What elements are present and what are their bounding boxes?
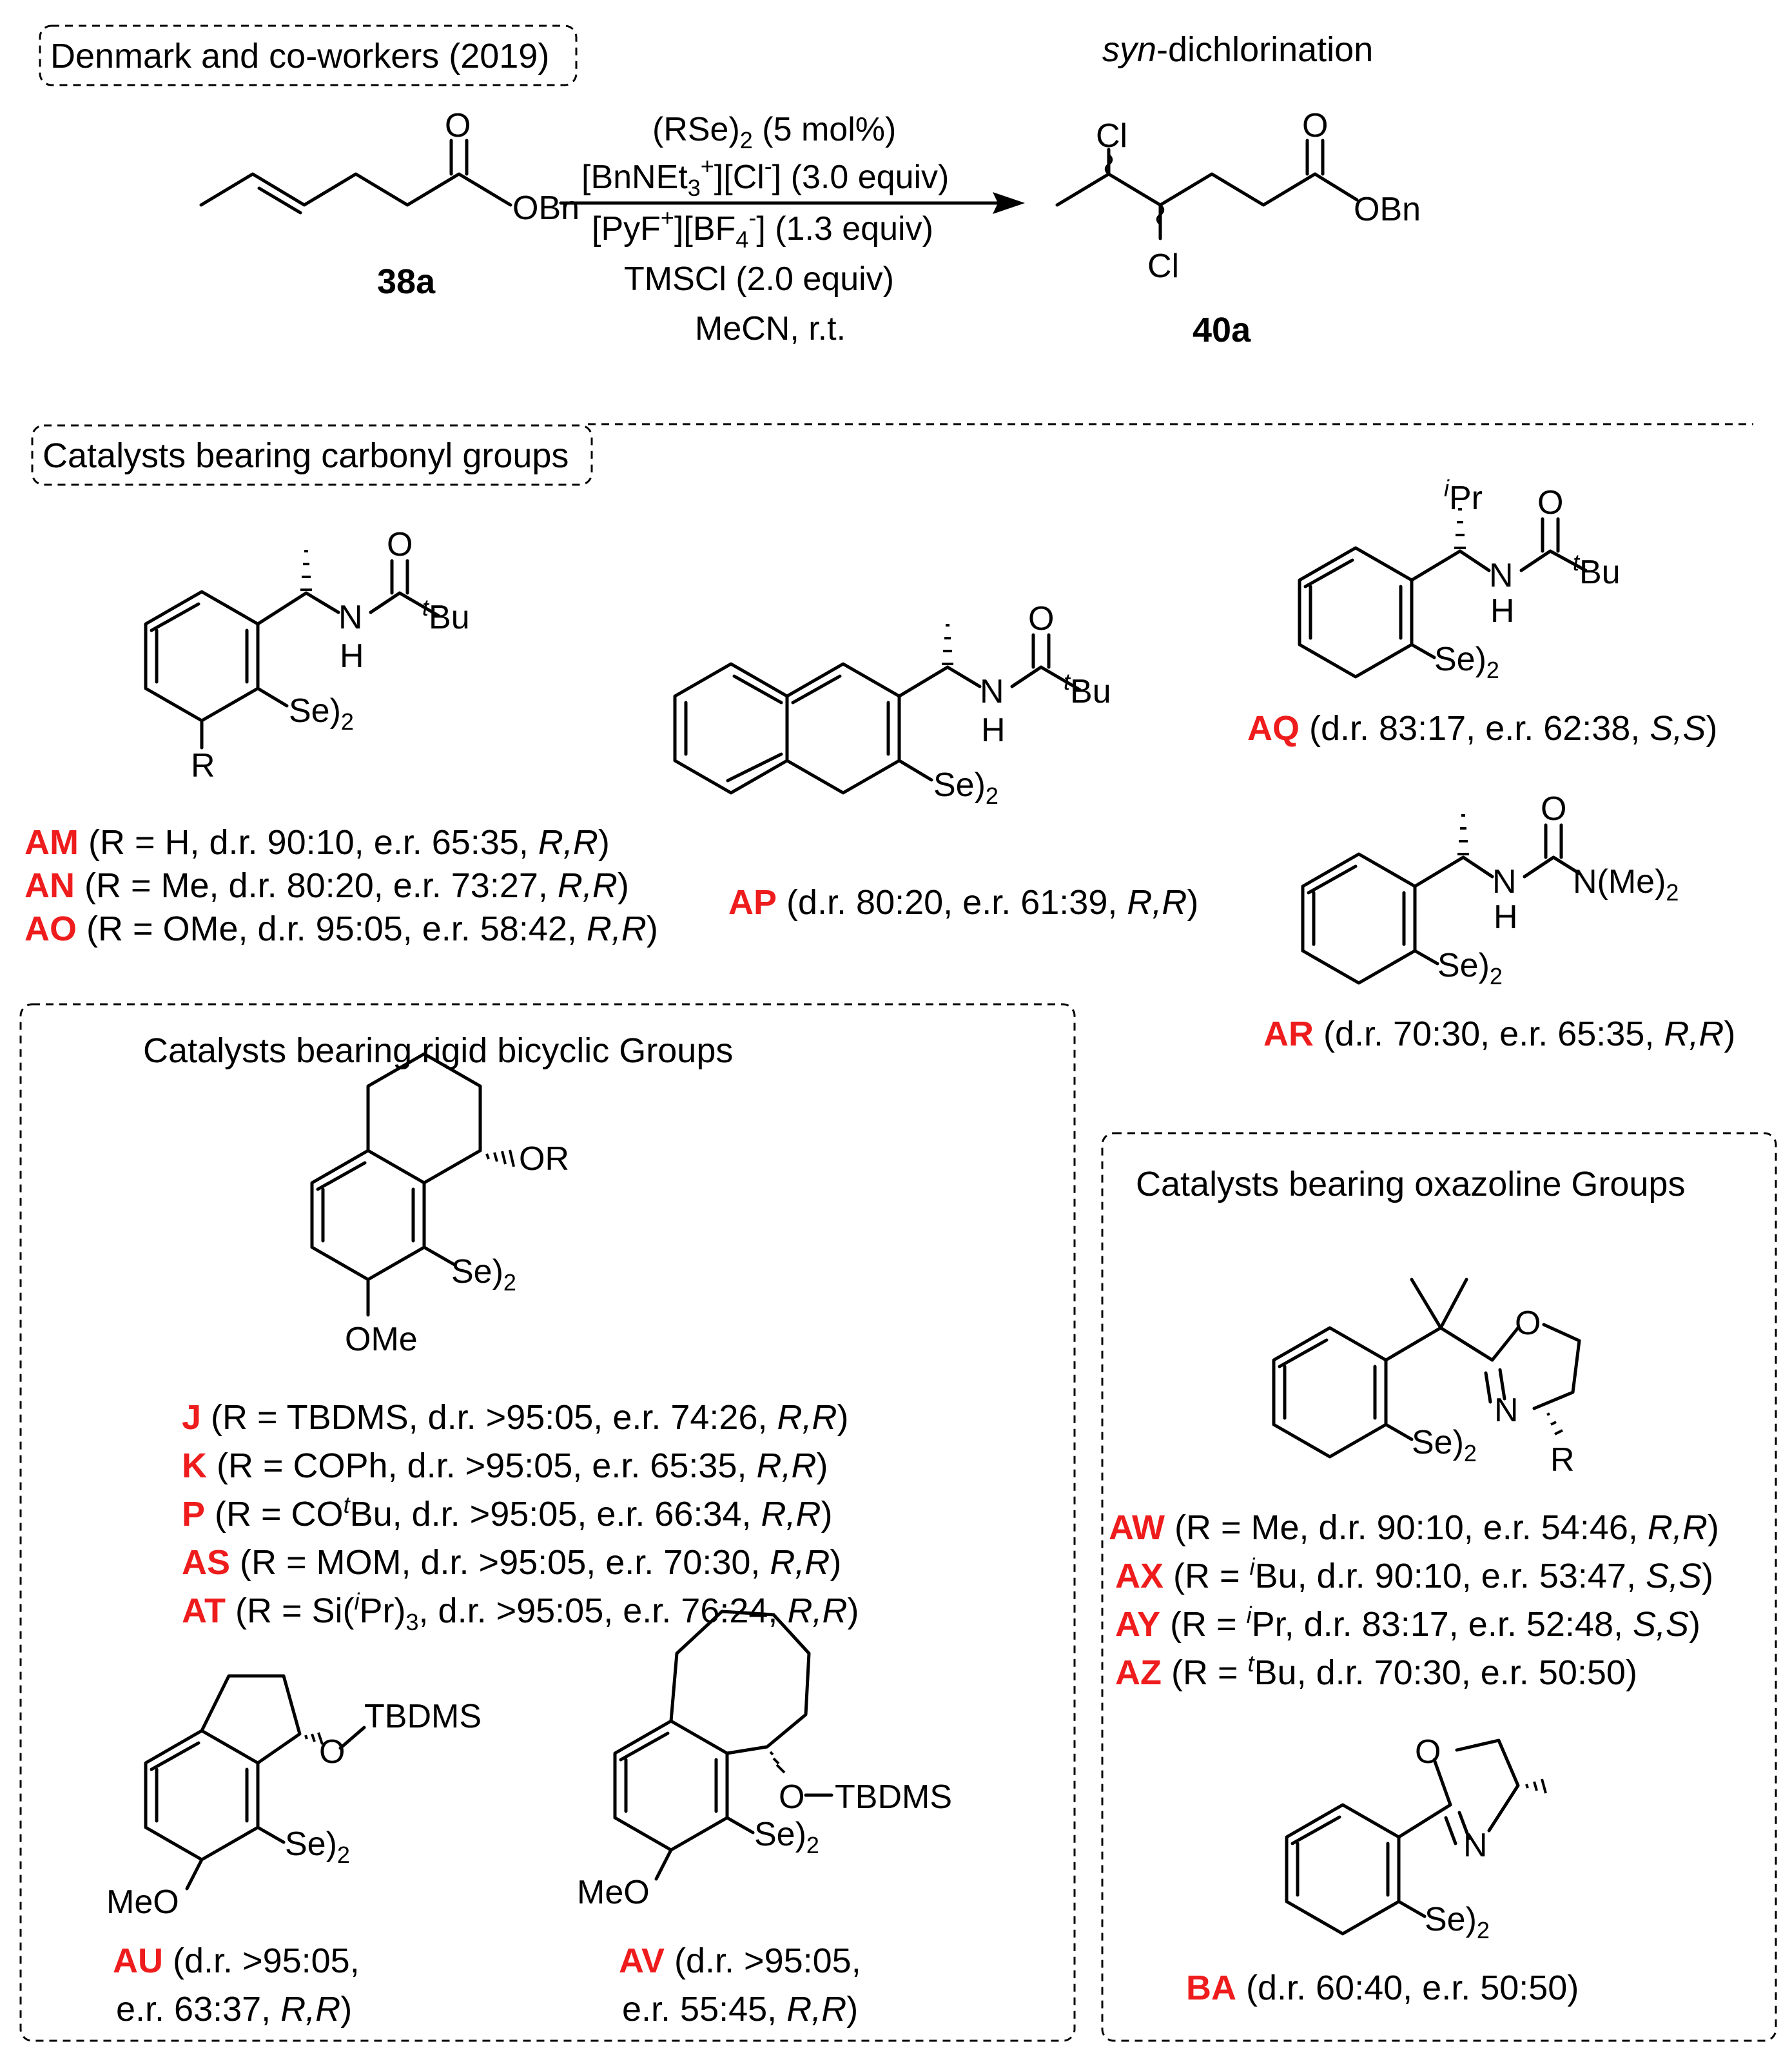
svg-text:O: O (1028, 600, 1054, 637)
svg-text:N: N (1463, 1827, 1488, 1864)
oxazoline-section-label: Catalysts bearing oxazoline Groups (1136, 1165, 1685, 1203)
bicyclic-section-label: Catalysts bearing rigid bicyclic Groups (143, 1031, 733, 1070)
svg-text:Se)2: Se)2 (1437, 947, 1503, 989)
caption-k: K (R = COPh, d.r. >95:05, e.r. 65:35, R,… (182, 1446, 828, 1485)
caption-av-line1: AV (d.r. >95:05, (619, 1941, 861, 1980)
svg-text:H: H (1490, 592, 1515, 630)
arrow-head (993, 192, 1025, 214)
svg-text:O: O (1541, 790, 1566, 828)
svg-text:N: N (1489, 557, 1514, 594)
condition-catalyst: (RSe)2 (5 mol%) (652, 111, 896, 153)
svg-text:Se)2: Se)2 (754, 1816, 819, 1858)
svg-text:Se)2: Se)2 (285, 1825, 350, 1868)
product-40a-structure: Cl Cl O OBn (1055, 107, 1421, 285)
svg-text:Se)2: Se)2 (1425, 1901, 1490, 1943)
caption-at: AT (R = Si(iPr)3, d.r. >95:05, e.r. 76:2… (182, 1588, 859, 1635)
caption-ax: AX (R = iBu, d.r. 90:10, e.r. 53:47, S,S… (1115, 1553, 1713, 1595)
caption-as: AS (R = MOM, d.r. >95:05, e.r. 70:30, R,… (182, 1543, 841, 1582)
svg-text:OR: OR (519, 1140, 569, 1178)
caption-aq: AQ (d.r. 83:17, e.r. 62:38, S,S) (1247, 709, 1717, 748)
catalyst-aq-structure: iPr O N H tBu Se)2 (1298, 475, 1621, 683)
atom-o: O (445, 107, 471, 144)
carbonyl-section-box (31, 424, 593, 486)
caption-av-line2: e.r. 55:45, R,R) (622, 1990, 858, 2029)
catalyst-ba-structure: O N Se)2 (1285, 1733, 1547, 1943)
svg-text:O: O (1515, 1305, 1541, 1342)
caption-ap: AP (d.r. 80:20, e.r. 61:39, R,R) (728, 883, 1198, 922)
product-id: 40a (1193, 311, 1251, 349)
catalyst-j-structure: OR Se)2 OMe (310, 1052, 569, 1358)
svg-text:Se)2: Se)2 (1434, 641, 1499, 683)
svg-text:OMe: OMe (345, 1321, 418, 1358)
bicyclic-section-box (19, 1003, 1076, 2042)
caption-az: AZ (R = tBu, d.r. 70:30, e.r. 50:50) (1115, 1650, 1637, 1692)
svg-text:O: O (1415, 1733, 1441, 1771)
caption-p: P (R = COtBu, d.r. >95:05, e.r. 66:34, R… (182, 1492, 833, 1533)
svg-text:N: N (338, 599, 363, 636)
catalyst-ar-structure: O N H N(Me)2 Se)2 (1301, 790, 1679, 989)
condition-oxidant: [PyF+][BF4-] (1.3 equiv) (592, 204, 933, 253)
atom-o: O (1302, 107, 1328, 144)
svg-text:O: O (319, 1733, 345, 1771)
svg-text:O: O (779, 1778, 804, 1816)
svg-text:N: N (980, 673, 1004, 710)
caption-ar: AR (d.r. 70:30, e.r. 65:35, R,R) (1263, 1015, 1735, 1053)
svg-text:tBu: tBu (1573, 549, 1621, 591)
svg-text:iPr: iPr (1444, 475, 1483, 517)
caption-ao: AO (R = OMe, d.r. 95:05, e.r. 58:42, R,R… (24, 910, 658, 948)
carbonyl-section-label: Catalysts bearing carbonyl groups (43, 436, 569, 475)
catalyst-aw-structure: O N R Se)2 (1272, 1278, 1581, 1479)
caption-an: AN (R = Me, d.r. 80:20, e.r. 73:27, R,R) (24, 866, 629, 905)
svg-text:N(Me)2: N(Me)2 (1573, 863, 1679, 906)
svg-text:tBu: tBu (422, 594, 470, 636)
source-box (39, 24, 578, 86)
substrate-38a-structure: O OBn (199, 107, 579, 227)
caption-am: AM (R = H, d.r. 90:10, e.r. 65:35, R,R) (24, 823, 610, 862)
catalyst-au-structure: O TBDMS Se)2 MeO (106, 1674, 482, 1921)
catalyst-ap-structure: O N H tBu Se)2 (673, 600, 1111, 809)
catalyst-av-structure: O TBDMS Se)2 MeO (577, 1610, 952, 1911)
svg-text:N: N (1494, 1392, 1519, 1429)
svg-text:O: O (387, 526, 413, 563)
svg-text:H: H (981, 712, 1006, 749)
condition-chloride: [BnNEt3+][Cl-] (3.0 equiv) (581, 153, 949, 201)
svg-text:H: H (340, 637, 364, 675)
reaction-title: syn-dichlorination (1102, 30, 1373, 69)
substrate-group: OBn (512, 190, 579, 227)
svg-text:Se)2: Se)2 (933, 766, 998, 809)
svg-text:H: H (1494, 899, 1518, 936)
condition-tmscl: TMSCl (2.0 equiv) (624, 260, 894, 298)
svg-text:TBDMS: TBDMS (364, 1698, 482, 1735)
source-label: Denmark and co-workers (2019) (50, 37, 549, 75)
svg-text:R: R (191, 747, 215, 784)
svg-text:Se)2: Se)2 (1412, 1424, 1477, 1466)
catalyst-am-structure: O N H tBu Se)2 R (144, 526, 470, 784)
svg-text:N: N (1492, 863, 1517, 900)
svg-text:TBDMS: TBDMS (835, 1778, 952, 1816)
caption-au-line2: e.r. 63:37, R,R) (116, 1990, 352, 2029)
substrate-id: 38a (377, 262, 436, 301)
caption-aw: AW (R = Me, d.r. 90:10, e.r. 54:46, R,R) (1109, 1508, 1719, 1547)
svg-text:MeO: MeO (106, 1883, 179, 1921)
oxazoline-section-box (1101, 1132, 1777, 2042)
svg-text:MeO: MeO (577, 1874, 650, 1911)
svg-text:Se)2: Se)2 (289, 692, 354, 735)
condition-solvent: MeCN, r.t. (695, 310, 846, 347)
atom-cl-top: Cl (1096, 117, 1127, 155)
caption-ba: BA (d.r. 60:40, e.r. 50:50) (1186, 1969, 1579, 2007)
product-group: OBn (1354, 191, 1421, 228)
svg-text:R: R (1550, 1441, 1575, 1479)
atom-cl-bottom: Cl (1147, 248, 1179, 285)
caption-au-line1: AU (d.r. >95:05, (113, 1941, 360, 1980)
svg-text:O: O (1537, 484, 1563, 521)
svg-text:tBu: tBu (1064, 668, 1111, 710)
caption-ay: AY (R = iPr, d.r. 83:17, e.r. 52:48, S,S… (1115, 1602, 1700, 1644)
svg-text:Se)2: Se)2 (451, 1253, 516, 1296)
caption-j: J (R = TBDMS, d.r. >95:05, e.r. 74:26, R… (182, 1398, 848, 1437)
